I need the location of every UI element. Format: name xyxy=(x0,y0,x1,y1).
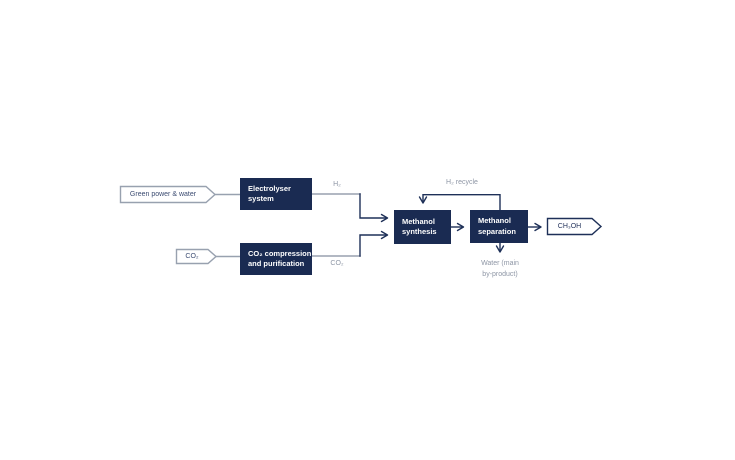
h2-to-synthesis-arrow xyxy=(359,193,389,223)
green-power-input-shape xyxy=(119,185,217,204)
co2-stream-label: CO₂ xyxy=(330,260,344,267)
co2-compression-box: CO₂ compression and purification xyxy=(240,243,312,275)
co2-input-label: CO₂ xyxy=(185,252,199,260)
co2-input-shape xyxy=(175,248,218,265)
ch3oh-output-label: CH₃OH xyxy=(557,222,582,230)
h2-stream-label: H₂ xyxy=(333,181,341,188)
electrolyser-system-box: Electrolyser system xyxy=(240,178,312,210)
co2-to-synthesis-arrow xyxy=(359,230,389,257)
ch3oh-output-shape xyxy=(546,217,603,236)
methanol-synthesis-box: Methanol synthesis xyxy=(394,210,451,244)
green-power-input-label: Green power & water xyxy=(129,190,197,198)
h2-recycle-label: H₂ recycle xyxy=(446,179,478,186)
water-byproduct-label: Water (main by-product) xyxy=(481,260,519,278)
methanol-separation-box: Methanol separation xyxy=(470,210,528,243)
h2-recycle-arrow xyxy=(418,194,501,210)
